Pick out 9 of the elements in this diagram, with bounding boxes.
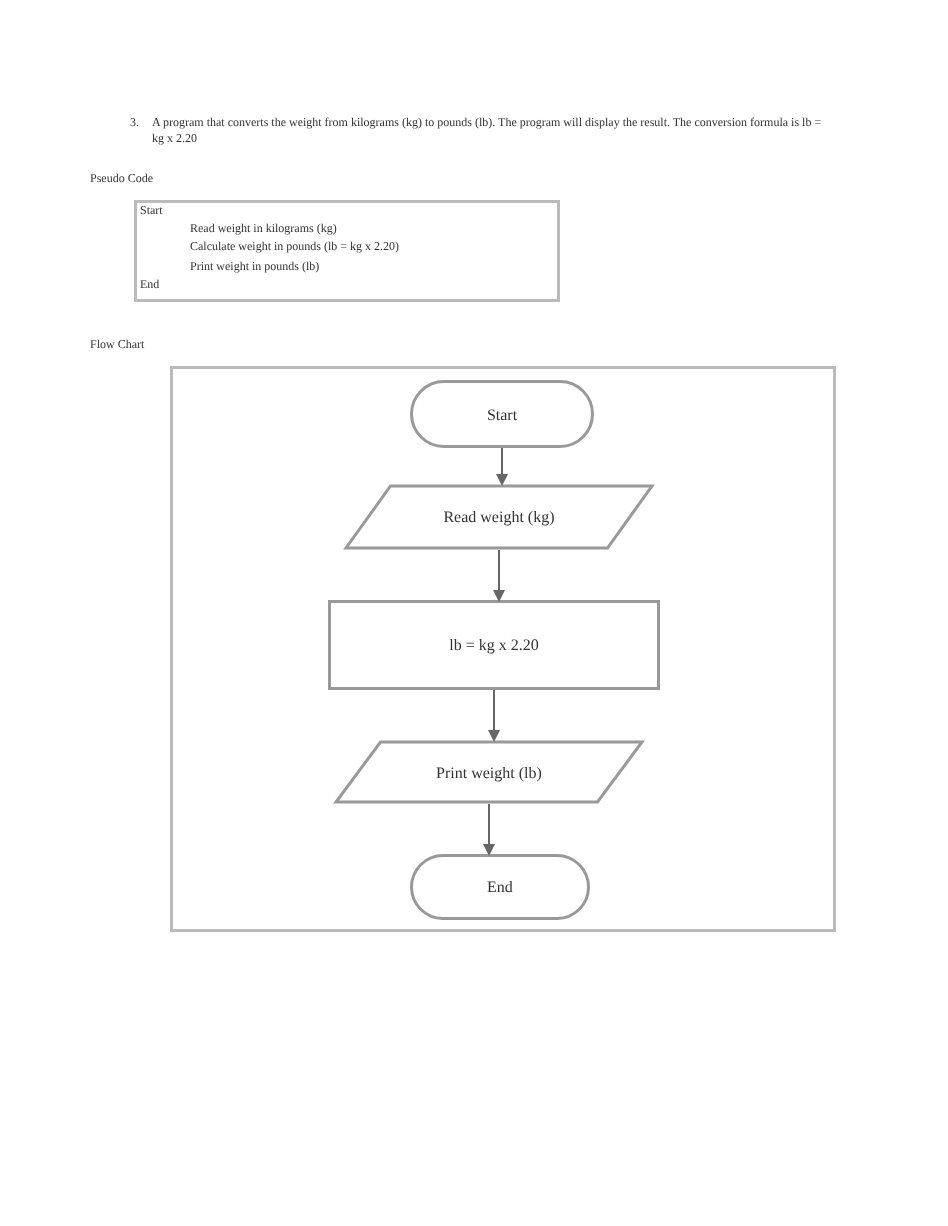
arrow bbox=[493, 549, 505, 602]
node-label: Read weight (kg) bbox=[443, 508, 555, 526]
node-label: Start bbox=[486, 405, 518, 423]
arrow bbox=[488, 689, 500, 742]
arrow bbox=[483, 803, 495, 856]
node-label: Print weight (lb) bbox=[436, 763, 542, 781]
node-label: End bbox=[487, 878, 513, 896]
node-label: lb = kg x 2.20 bbox=[449, 636, 539, 654]
arrow bbox=[496, 447, 508, 486]
